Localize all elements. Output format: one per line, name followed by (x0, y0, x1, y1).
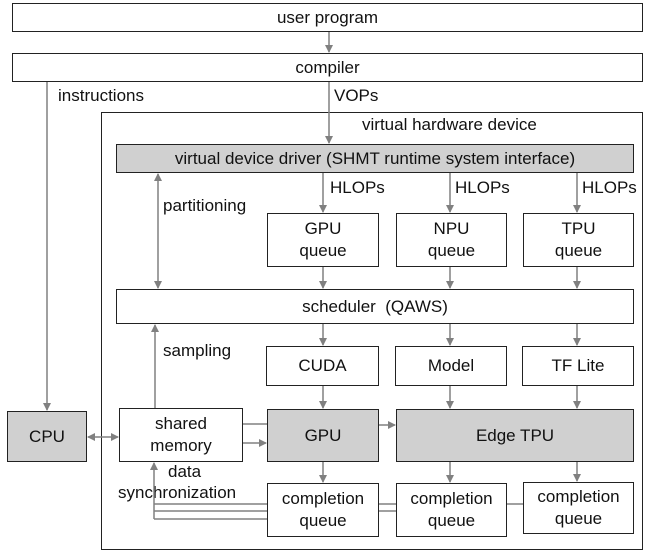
hlops-label-gpu: HLOPs (330, 178, 385, 197)
completion-queue-npu: completion queue (396, 483, 507, 537)
completion-queue-gpu-line2: queue (299, 511, 347, 530)
shared-memory-line1: shared (155, 414, 207, 433)
tpu-queue-line2: queue (554, 241, 603, 260)
virtual-hardware-device-box (101, 112, 643, 550)
gpu-label: GPU (304, 425, 342, 445)
virtual-device-driver-label: virtual device driver (SHMT runtime syst… (174, 148, 576, 168)
cuda-label: CUDA (298, 356, 347, 375)
scheduler-label: scheduler (QAWS) (302, 296, 448, 316)
virtual-hardware-device-label: virtual hardware device (362, 115, 537, 134)
completion-queue-npu-line2: queue (427, 511, 476, 530)
data-sync-label-line2: synchronization (118, 483, 237, 502)
completion-queue-tpu-line1: completion (537, 487, 620, 506)
cuda-box: CUDA (266, 346, 379, 386)
gpu-queue-line2: queue (299, 241, 347, 260)
cpu-box: CPU (7, 411, 87, 462)
completion-queue-npu-line1: completion (410, 489, 493, 508)
tpu-queue-line1: TPU (561, 219, 596, 238)
npu-queue-line2: queue (427, 241, 476, 260)
instructions-label: instructions (58, 86, 144, 105)
compiler-label: compiler (295, 57, 360, 77)
completion-queue-gpu-line1: completion (281, 489, 365, 508)
npu-queue-box: NPU queue (396, 213, 507, 267)
virtual-device-driver-box: virtual device driver (SHMT runtime syst… (116, 144, 634, 173)
shared-memory-line2: memory (150, 436, 212, 455)
gpu-box: GPU (267, 409, 379, 462)
sampling-label: sampling (163, 341, 232, 360)
scheduler-box: scheduler (QAWS) (116, 289, 634, 324)
hlops-label-tpu: HLOPs (582, 178, 637, 197)
tf-lite-label: TF Lite (551, 356, 605, 375)
tf-lite-box: TF Lite (522, 346, 634, 386)
completion-queue-tpu: completion queue (523, 482, 634, 534)
completion-queue-tpu-line2: queue (554, 509, 603, 528)
hlops-label-npu: HLOPs (455, 178, 510, 197)
user-program-label: user program (276, 7, 379, 27)
user-program-box: user program (12, 3, 643, 32)
gpu-queue-box: GPU queue (267, 213, 379, 267)
model-label: Model (427, 356, 475, 375)
npu-queue-line1: NPU (433, 219, 470, 238)
gpu-queue-line1: GPU (304, 219, 342, 238)
model-box: Model (395, 346, 507, 386)
tpu-queue-box: TPU queue (523, 213, 634, 267)
shared-memory-box: shared memory (119, 408, 243, 462)
partitioning-label: partitioning (163, 196, 247, 215)
edge-tpu-label: Edge TPU (475, 425, 555, 445)
data-sync-label-line1: data (168, 462, 202, 481)
completion-queue-gpu: completion queue (267, 483, 379, 537)
vops-label: VOPs (334, 86, 379, 105)
cpu-label: CPU (29, 426, 65, 446)
compiler-box: compiler (12, 53, 643, 82)
edge-tpu-box: Edge TPU (396, 409, 634, 462)
